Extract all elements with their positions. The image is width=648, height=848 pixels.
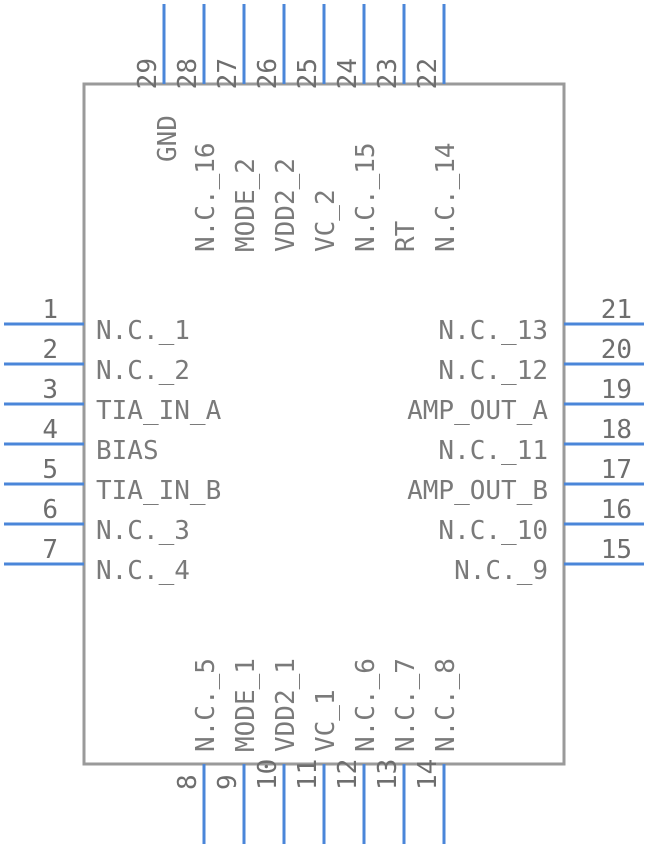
pin-number: 5 [42, 455, 58, 485]
pin-label: N.C._6 [351, 658, 381, 752]
pin-label: BIAS [96, 436, 159, 466]
pin-number: 28 [173, 58, 203, 89]
pin-number: 11 [293, 759, 323, 790]
pin-number: 15 [601, 535, 632, 565]
pin-label: AMP_OUT_B [407, 476, 548, 506]
pin-number: 6 [42, 495, 58, 525]
pin-number: 22 [413, 58, 443, 89]
pin-label: N.C._13 [438, 316, 548, 346]
pin-label: TIA_IN_B [96, 476, 221, 506]
pin-label: N.C._3 [96, 516, 190, 546]
pin-number: 12 [333, 759, 363, 790]
pin-number: 26 [253, 58, 283, 89]
pin-label: N.C._1 [96, 316, 190, 346]
pin-label: N.C._11 [438, 436, 548, 466]
pin-label: N.C._9 [454, 556, 548, 586]
pin-number: 17 [601, 455, 632, 485]
pin-label: N.C._2 [96, 356, 190, 386]
pin-label: MODE_1 [231, 658, 261, 752]
pin-number: 2 [42, 335, 58, 365]
pin-label: N.C._14 [431, 142, 461, 252]
pin-label: N.C._15 [351, 142, 381, 252]
pin-number: 14 [413, 759, 443, 790]
pin-label: RT [391, 220, 421, 252]
pin-label: VC_2 [311, 189, 341, 252]
pin-label: TIA_IN_A [96, 396, 222, 426]
pin-label: N.C._8 [431, 658, 461, 752]
pin-number: 20 [601, 335, 632, 365]
pin-label: N.C._12 [438, 356, 548, 386]
pin-group: 1N.C._12N.C._23TIA_IN_A4BIAS5TIA_IN_B6N.… [4, 4, 644, 844]
pin-number: 25 [293, 58, 323, 89]
pin-label: N.C._4 [96, 556, 190, 586]
pin-number: 3 [42, 375, 58, 405]
pin-number: 19 [601, 375, 632, 405]
pin-number: 21 [601, 295, 632, 325]
pin-number: 13 [373, 759, 403, 790]
pin-number: 8 [173, 774, 203, 790]
pin-label: N.C._10 [438, 516, 548, 546]
pin-number: 4 [42, 415, 58, 445]
pin-number: 16 [601, 495, 632, 525]
pin-label: GND [153, 115, 183, 162]
pin-number: 1 [42, 295, 58, 325]
pin-label: AMP_OUT_A [407, 396, 548, 426]
pin-number: 10 [253, 759, 283, 790]
pin-label: N.C._5 [191, 658, 221, 752]
pin-number: 29 [133, 58, 163, 89]
pin-number: 24 [333, 58, 363, 89]
pin-label: VC_1 [311, 689, 341, 752]
pin-number: 7 [42, 535, 58, 565]
pin-number: 18 [601, 415, 632, 445]
pin-label: MODE_2 [231, 158, 261, 252]
pin-label: VDD2_1 [271, 658, 301, 752]
pin-number: 27 [213, 58, 243, 89]
pin-label: VDD2_2 [271, 158, 301, 252]
pin-label: N.C._16 [191, 142, 221, 252]
pin-label: N.C._7 [391, 658, 421, 752]
pin-number: 9 [213, 774, 243, 790]
pin-number: 23 [373, 58, 403, 89]
ic-body [82, 82, 566, 766]
